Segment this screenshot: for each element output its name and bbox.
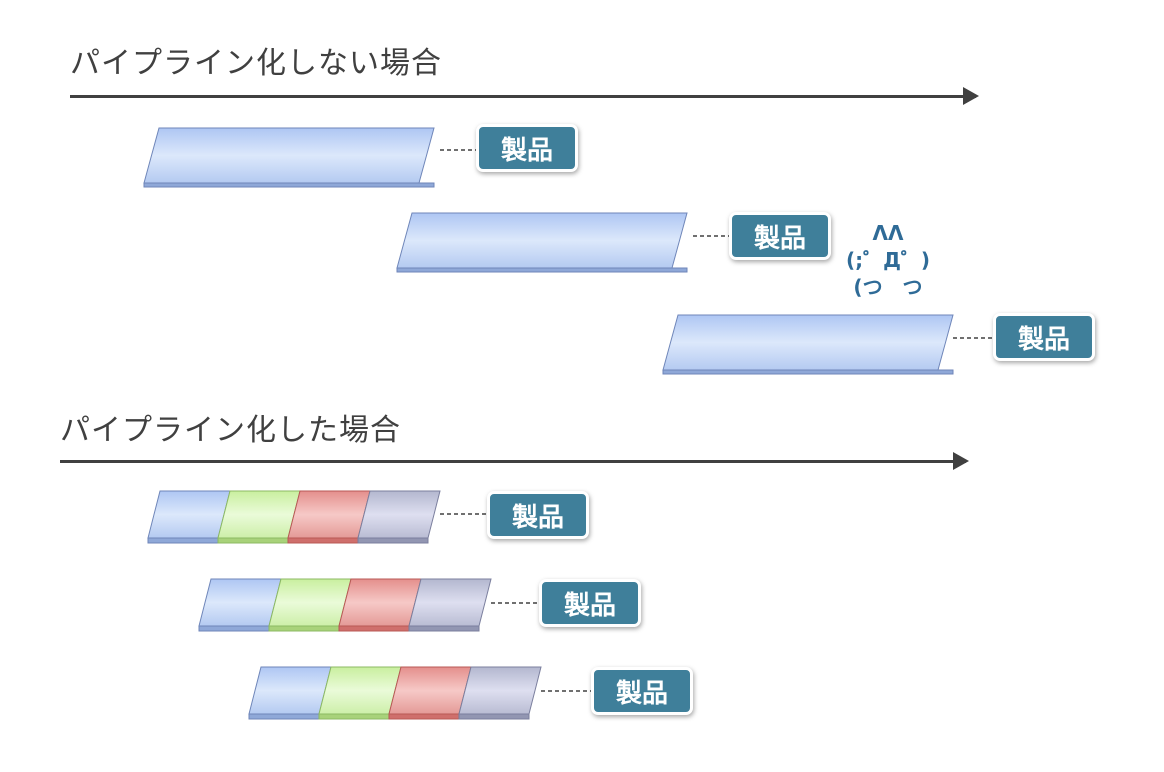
dash-connector-3 <box>953 337 995 339</box>
product-badge-1: 製品 <box>476 124 578 172</box>
section-title-pipeline: パイプライン化した場合 <box>60 413 401 448</box>
stage-segment-green <box>217 490 301 544</box>
product-badge-2: 製品 <box>729 212 831 260</box>
stage-segment-gray <box>357 490 441 544</box>
stage-segment-gray <box>458 666 542 720</box>
dash-connector-5 <box>491 602 541 604</box>
section-title-no-pipeline: パイプライン化しない場合 <box>70 46 442 81</box>
task-bar-2 <box>396 212 688 273</box>
time-arrow-pipeline <box>60 452 969 470</box>
pipelined-task-3 <box>248 666 542 720</box>
stage-segment-gray <box>408 578 492 632</box>
dash-connector-6 <box>541 690 593 692</box>
product-badge-6: 製品 <box>591 667 693 715</box>
dash-connector-1 <box>440 149 480 151</box>
product-badge-4: 製品 <box>487 491 589 539</box>
stage-segment-blue <box>248 666 332 720</box>
stage-segment-red <box>287 490 371 544</box>
task-bar-3 <box>662 314 954 375</box>
stage-segment-green <box>318 666 402 720</box>
dash-connector-2 <box>693 235 733 237</box>
pipelined-task-2 <box>198 578 492 632</box>
stage-segment-red <box>338 578 422 632</box>
waiting-face-ascii-art: ΛΛ(;゜Д゜)(つ つ <box>845 221 931 299</box>
product-badge-3: 製品 <box>993 313 1095 361</box>
product-badge-5: 製品 <box>539 579 641 627</box>
stage-segment-blue <box>147 490 231 544</box>
pipelined-task-1 <box>147 490 441 544</box>
dash-connector-4 <box>440 513 488 515</box>
task-bar-1 <box>143 127 435 188</box>
stage-segment-red <box>388 666 472 720</box>
stage-segment-blue <box>198 578 282 632</box>
time-arrow-no-pipeline <box>70 87 979 105</box>
stage-segment-green <box>268 578 352 632</box>
